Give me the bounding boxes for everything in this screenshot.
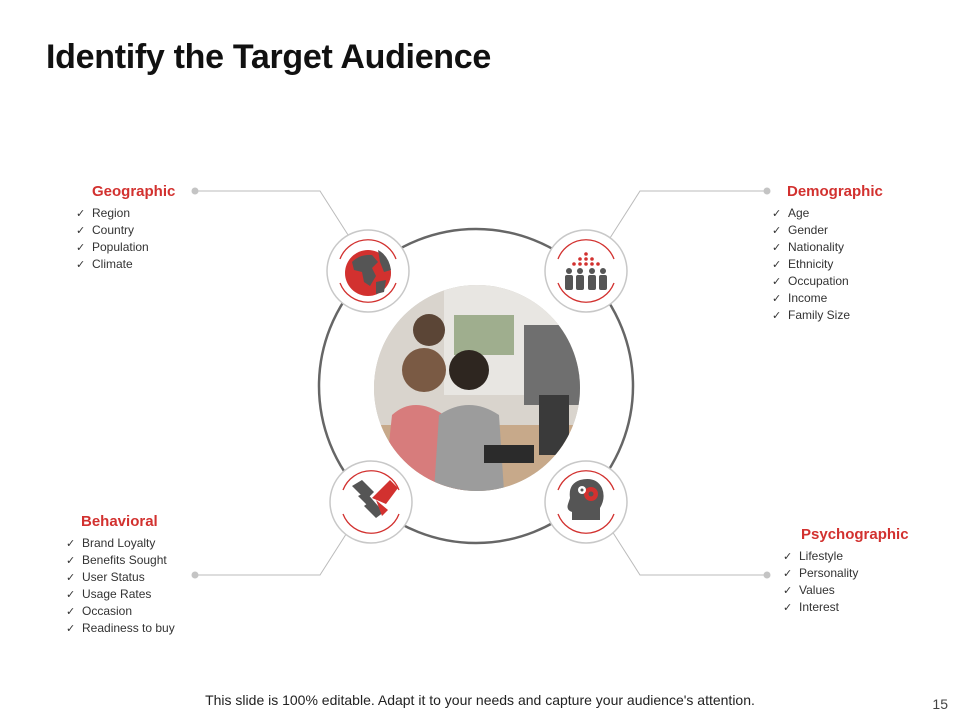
- slide-title: Identify the Target Audience: [46, 38, 491, 76]
- check-icon: ✓: [783, 551, 793, 563]
- list-item: ✓Population: [76, 240, 149, 254]
- list-psychographic: ✓Lifestyle ✓Personality ✓Values ✓Interes…: [783, 548, 909, 616]
- list-geographic: ✓Region ✓Country ✓Population ✓Climate: [76, 205, 175, 273]
- check-icon: ✓: [66, 623, 76, 635]
- check-icon: ✓: [66, 606, 76, 618]
- heading-demographic: Demographic: [787, 183, 883, 200]
- connector-psychographic: [609, 527, 767, 576]
- list-demographic: ✓Age ✓Gender ✓Nationality ✓Ethnicity ✓Oc…: [772, 205, 883, 324]
- heading-psychographic: Psychographic: [801, 526, 909, 543]
- people-group-icon: [565, 252, 607, 290]
- list-item: ✓Occasion: [66, 604, 133, 618]
- check-icon: ✓: [783, 585, 793, 597]
- check-icon: ✓: [772, 242, 782, 254]
- list-item: ✓Occupation: [772, 274, 849, 288]
- list-item: ✓Family Size: [772, 308, 851, 322]
- handshake-icon: [352, 480, 398, 518]
- check-icon: ✓: [772, 259, 782, 271]
- connector-dots: [191, 187, 771, 579]
- audience-photo: [374, 285, 580, 491]
- check-icon: ✓: [772, 276, 782, 288]
- list-item: ✓Climate: [76, 257, 133, 271]
- heading-behavioral: Behavioral: [81, 513, 158, 530]
- connector-lines: [195, 190, 767, 576]
- check-icon: ✓: [772, 208, 782, 220]
- list-behavioral: ✓Brand Loyalty ✓Benefits Sought ✓User St…: [66, 535, 175, 637]
- section-psychographic: Psychographic ✓Lifestyle ✓Personality ✓V…: [783, 526, 909, 616]
- check-icon: ✓: [66, 538, 76, 550]
- list-item: ✓Brand Loyalty: [66, 536, 156, 550]
- list-item: ✓Nationality: [772, 240, 845, 254]
- list-item: ✓Usage Rates: [66, 587, 152, 601]
- list-item: ✓Country: [76, 223, 135, 237]
- list-item: ✓Income: [772, 291, 828, 305]
- page-number: 15: [932, 696, 948, 712]
- check-icon: ✓: [783, 602, 793, 614]
- check-icon: ✓: [66, 555, 76, 567]
- list-item: ✓Region: [76, 206, 131, 220]
- list-item: ✓Age: [772, 206, 810, 220]
- check-icon: ✓: [76, 208, 86, 220]
- list-item: ✓Lifestyle: [783, 549, 844, 563]
- check-icon: ✓: [772, 225, 782, 237]
- connector-demographic: [609, 190, 767, 239]
- check-icon: ✓: [76, 259, 86, 271]
- footer-note: This slide is 100% editable. Adapt it to…: [205, 692, 755, 708]
- list-item: ✓Interest: [783, 600, 840, 614]
- head-gears-icon: [567, 479, 604, 520]
- check-icon: ✓: [772, 293, 782, 305]
- list-item: ✓Personality: [783, 566, 859, 580]
- outer-ring: [317, 227, 635, 545]
- check-icon: ✓: [66, 572, 76, 584]
- check-icon: ✓: [76, 225, 86, 237]
- section-behavioral: Behavioral ✓Brand Loyalty ✓Benefits Soug…: [66, 513, 175, 637]
- check-icon: ✓: [783, 568, 793, 580]
- check-icon: ✓: [772, 310, 782, 322]
- icon-circle-demographic: [544, 229, 628, 313]
- list-item: ✓Values: [783, 583, 835, 597]
- globe-icon: [345, 250, 391, 296]
- connector-behavioral: [195, 527, 351, 576]
- section-demographic: Demographic ✓Age ✓Gender ✓Nationality ✓E…: [772, 183, 883, 324]
- heading-geographic: Geographic: [92, 183, 176, 200]
- list-item: ✓Ethnicity: [772, 257, 834, 271]
- list-item: ✓Benefits Sought: [66, 553, 167, 567]
- connector-geographic: [195, 190, 351, 239]
- list-item: ✓Gender: [772, 223, 829, 237]
- check-icon: ✓: [66, 589, 76, 601]
- list-item: ✓User Status: [66, 570, 145, 584]
- check-icon: ✓: [76, 242, 86, 254]
- section-geographic: Geographic ✓Region ✓Country ✓Population …: [76, 183, 175, 273]
- list-item: ✓Readiness to buy: [66, 621, 175, 635]
